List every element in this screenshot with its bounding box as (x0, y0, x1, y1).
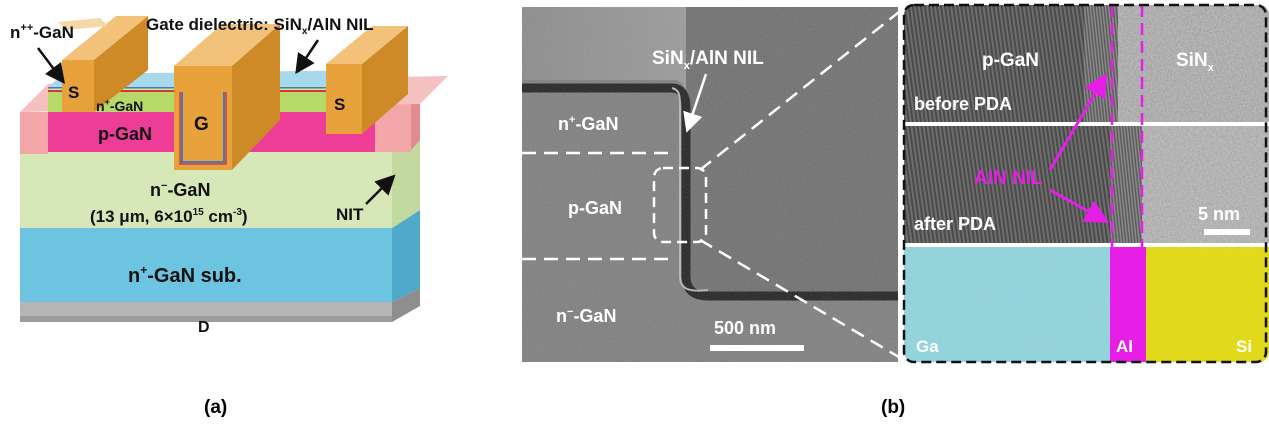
sem-scale-bar (710, 345, 804, 351)
eds-label-si: Si (1236, 337, 1252, 356)
label-nit: NIT (336, 205, 364, 224)
caption-a: (a) (204, 397, 228, 418)
sem-zoom-box (652, 166, 708, 244)
label-drift-2: (13 μm, 6×1015 cm-3) (90, 207, 248, 226)
label-source-right: S (334, 95, 345, 114)
sem-label-nm-gan: n−-GaN (556, 306, 616, 326)
label-gate-dielectric: Gate dielectric: SiNx/AlN NIL (146, 15, 374, 37)
label-p-gan: p-GaN (98, 124, 152, 144)
eds-label-al: Al (1116, 337, 1133, 356)
sem-label-np-gan: n+-GaN (558, 114, 618, 134)
device-schematic: n++-GaN Gate dielectric: SiNx/AlN NIL S … (10, 15, 448, 336)
label-drain: D (198, 319, 210, 336)
tem-arrow-aln-lower (1049, 188, 1110, 223)
sem-arrow-nil (683, 73, 708, 133)
gate-contact (174, 24, 280, 170)
tem-label-after: after PDA (914, 214, 996, 234)
tem-arrow-aln-upper (1048, 72, 1108, 171)
label-gate: G (194, 114, 209, 135)
tem-label-aln-nil: AlN NIL (974, 168, 1043, 189)
label-substrate: n+-GaN sub. (128, 263, 242, 287)
eds-al-region (1110, 247, 1146, 362)
zoom-connector-bottom (699, 238, 905, 362)
tem-scale-bar (1204, 229, 1250, 235)
tem-label-p-gan: p-GaN (982, 50, 1039, 71)
source-contact-right (326, 26, 408, 134)
label-npp-gan: n++-GaN (10, 22, 74, 42)
caption-b: (b) (881, 397, 906, 418)
substrate-layer (20, 228, 392, 302)
tem-image: p-GaN SiNx before PDA after PDA AlN NIL … (904, 5, 1269, 362)
nit-region-left (20, 112, 48, 154)
sem-label-p-gan: p-GaN (568, 198, 622, 218)
source-contact-left (62, 16, 148, 112)
sem-label-nil: SiNx/AlN NIL (652, 48, 764, 72)
arrow-gate-dielectric (295, 39, 320, 75)
arrow-npp-gan (37, 47, 65, 84)
arrow-nit (365, 174, 396, 205)
sem-scale-label: 500 nm (714, 318, 776, 338)
eds-label-ga: Ga (916, 337, 939, 356)
label-source-left: S (68, 83, 79, 102)
tem-frame (902, 3, 1268, 364)
label-drift-1: n−-GaN (150, 180, 210, 200)
label-np-gan: n+-GaN (96, 97, 143, 114)
tem-scale-label: 5 nm (1198, 204, 1240, 224)
sem-image: SiNx/AlN NIL n+-GaN p-GaN n−-GaN 500 nm (522, 7, 898, 362)
tem-label-before: before PDA (914, 94, 1012, 114)
